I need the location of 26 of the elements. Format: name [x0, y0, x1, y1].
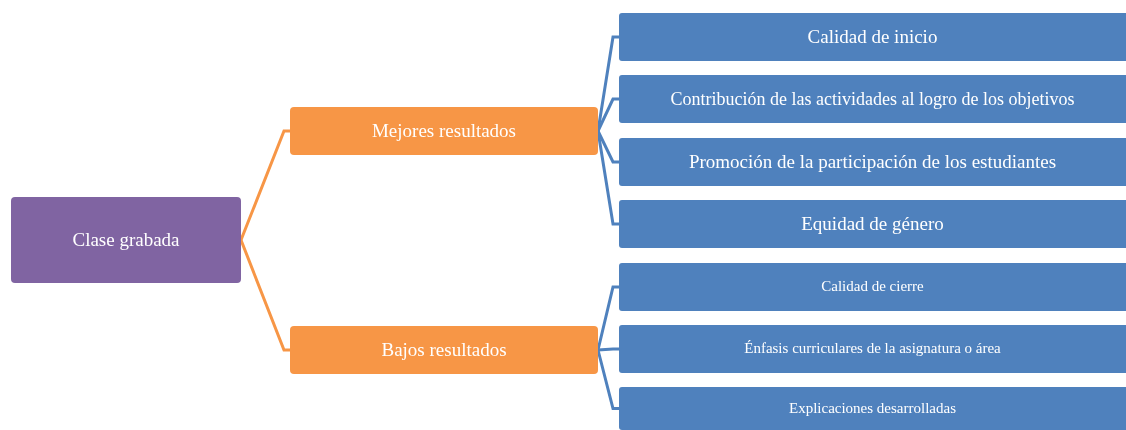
category-box	[290, 107, 598, 155]
criterion-box	[619, 75, 1126, 123]
box-label: Explicaciones desarrolladas	[789, 399, 956, 418]
connector-line	[596, 285, 619, 351]
root-box	[11, 197, 241, 283]
criterion-box	[619, 200, 1126, 248]
criterion-box	[619, 325, 1126, 373]
criterion-box	[619, 138, 1126, 186]
box-label: Clase grabada	[72, 229, 180, 251]
box-label: Promoción de la participación de los estudiantes	[688, 151, 1057, 173]
connector-line	[596, 349, 619, 410]
connector-line	[596, 97, 619, 132]
box-label: Equidad de género	[801, 213, 944, 235]
criterion-box	[619, 263, 1126, 311]
criterion-box	[619, 387, 1126, 430]
category-box	[290, 326, 598, 374]
connector-line	[597, 347, 619, 352]
criterion-box	[619, 13, 1126, 61]
box-label: Bajos resultados	[381, 339, 507, 361]
box-label: Mejores resultados	[371, 120, 517, 142]
connector-line	[239, 239, 290, 352]
connector-line	[239, 129, 290, 241]
box-label: Énfasis curriculares de la asignatura o área	[744, 340, 1001, 358]
box-label: Calidad de inicio	[807, 26, 938, 48]
box-label: Calidad de cierre	[821, 278, 924, 296]
box-label: Contribución de las actividades al logro de los objetivos	[670, 88, 1075, 110]
